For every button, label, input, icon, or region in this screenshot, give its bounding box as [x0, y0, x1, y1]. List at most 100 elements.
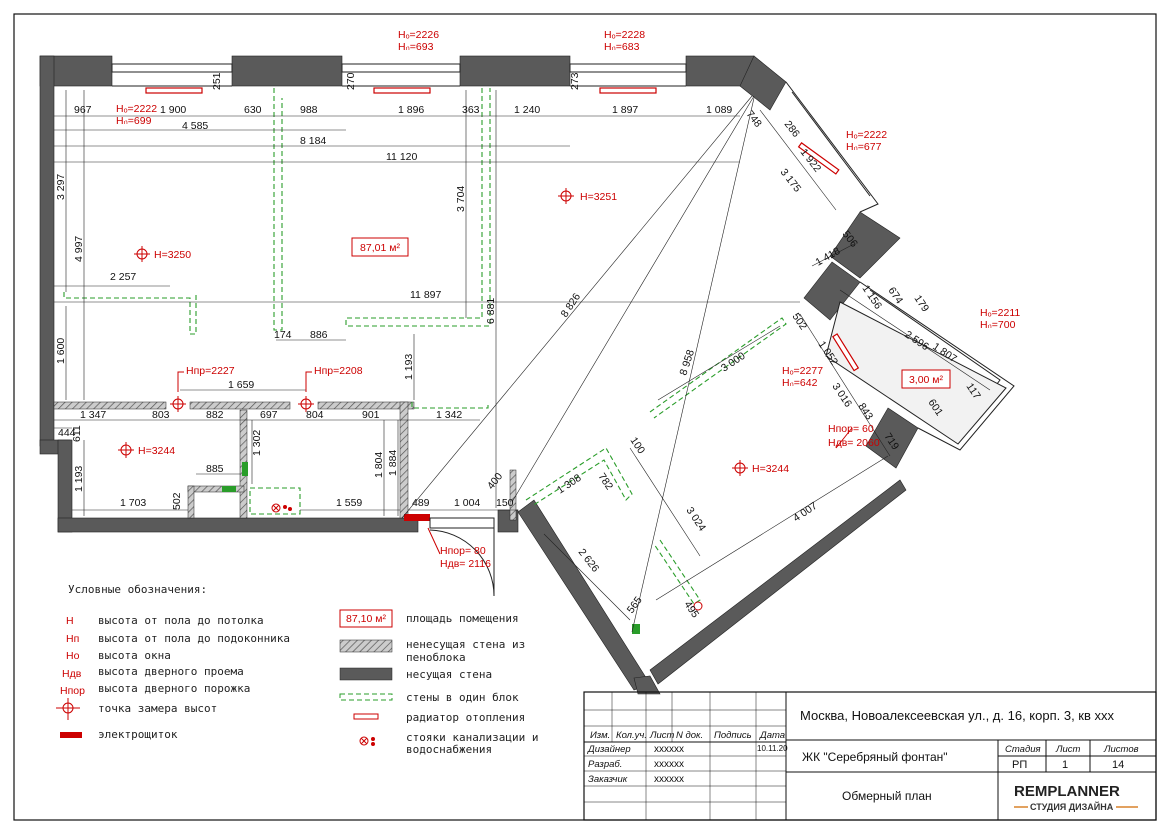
- tb-stage: РП: [1012, 759, 1027, 771]
- dimension-value: 3 297: [55, 174, 67, 200]
- dimension-value: 273: [569, 72, 581, 90]
- dimension-value: 843: [856, 401, 876, 422]
- tb-role: Дизайнер: [587, 744, 631, 755]
- legend-text: высота от пола до потолка: [98, 614, 264, 627]
- dimension-value: 8 826: [559, 291, 584, 320]
- dimension-value: 1 703: [120, 497, 146, 509]
- legend-text: стены в один блок: [406, 691, 519, 704]
- dimension-value: 565: [625, 594, 645, 615]
- door-height-label: Hпр=2208: [314, 365, 363, 377]
- tb-header: Лист: [649, 730, 675, 741]
- legend-text: пеноблока: [406, 651, 466, 664]
- tb-header: Кол.уч.: [616, 730, 647, 741]
- loggia-area-box: [901, 369, 951, 389]
- window-height-label: Hₒ=2222: [116, 103, 157, 115]
- doors: [429, 517, 495, 597]
- door-height-label: Hпр=2227: [186, 365, 235, 377]
- electrical-panel-icon: [60, 732, 82, 738]
- legend-text: стояки канализации и: [406, 731, 538, 744]
- dimension-value: 1 659: [228, 379, 254, 391]
- height-label: H=3244: [138, 445, 175, 457]
- dimension-value: 1 240: [514, 104, 540, 116]
- dimension-value: 100: [628, 435, 648, 456]
- dimension-value: 3 175: [778, 166, 804, 194]
- legend-symbol: Hп: [66, 633, 79, 645]
- dimension-value: 1 342: [436, 409, 462, 421]
- tb-sheets-header: Листов: [1103, 744, 1139, 755]
- dimension-value: 3 704: [455, 186, 467, 212]
- dimension-value: 1 089: [706, 104, 732, 116]
- dimension-value: 4 997: [73, 236, 85, 262]
- legend-symbol: Hо: [66, 650, 80, 662]
- legend-text: площадь помещения: [406, 612, 519, 625]
- door-height-label: Hдв= 2060: [828, 437, 880, 449]
- title-block: [583, 691, 1157, 821]
- dimension-value: 882: [206, 409, 224, 421]
- electrical-panel: [404, 514, 430, 521]
- threshold-label: Hпор= 60: [828, 423, 874, 435]
- tb-role: Разраб.: [588, 759, 622, 770]
- title-block-text: Изм. Кол.уч. Лист N док. Подпись Дата Ди…: [587, 708, 1139, 812]
- threshold-label: Hпор= 80: [440, 545, 486, 557]
- window-sill-label: Hₙ=642: [782, 377, 818, 389]
- risers: [271, 503, 703, 611]
- area-sample-label: 87,10 м²: [346, 613, 386, 625]
- dimension-value: 1 896: [398, 104, 424, 116]
- dimension-value: 1 418: [814, 245, 843, 269]
- riser-icon: [359, 736, 375, 746]
- company-logo-subtitle: СТУДИЯ ДИЗАЙНА: [1030, 801, 1114, 812]
- legend-symbol: Hпор: [60, 685, 85, 697]
- tb-name: xxxxxx: [654, 744, 684, 755]
- legend-text: высота дверного порожка: [98, 682, 250, 695]
- dimension-lines: [54, 90, 991, 633]
- window-height-label: Hₒ=2222: [846, 129, 887, 141]
- tb-header: Изм.: [590, 730, 610, 741]
- radiator-icon: [353, 713, 379, 720]
- height-label: H=3250: [154, 249, 191, 261]
- legend: Условные обозначения: H Hп Hо Hдв Hпор в…: [56, 583, 538, 756]
- tb-name: xxxxxx: [654, 759, 684, 770]
- window-sill-label: Hₙ=683: [604, 41, 640, 53]
- window-height-label: Hₒ=2211: [980, 307, 1020, 319]
- legend-text: водоснабжения: [406, 743, 492, 756]
- tb-sheets: 14: [1112, 759, 1124, 771]
- legend-text: электрощиток: [98, 728, 178, 741]
- dimension-value: 697: [260, 409, 278, 421]
- dimension-value: 804: [306, 409, 324, 421]
- dimension-value: 400: [485, 471, 505, 492]
- loggia-area-label: 3,00 м²: [909, 374, 944, 386]
- tb-date: 10.11.20: [757, 744, 788, 753]
- window-height-label: Hₒ=2277: [782, 365, 823, 377]
- dimension-value: 11 120: [386, 151, 417, 163]
- dimension-value: 11 897: [410, 289, 441, 301]
- window-height-label: Hₒ=2228: [604, 29, 645, 41]
- dimension-value: 8 958: [677, 348, 697, 377]
- height-points: [118, 188, 748, 476]
- dimension-value: 1 600: [55, 338, 67, 364]
- dimension-values: 967 1 900 630 988 1 896 363 1 240 1 897 …: [58, 104, 732, 509]
- legend-symbol: H: [66, 615, 74, 627]
- window-sill-label: Hₙ=699: [116, 115, 152, 127]
- tb-header: Дата: [759, 730, 785, 741]
- green-markers: [222, 462, 640, 634]
- dimension-value: 901: [362, 409, 380, 421]
- dimension-value: 270: [345, 72, 357, 90]
- dimension-value: 1 559: [336, 497, 362, 509]
- dimension-value: 489: [412, 497, 430, 509]
- dimension-value: 286: [782, 118, 802, 139]
- dimension-value: 174: [274, 329, 292, 341]
- dimension-value: 502: [790, 311, 810, 332]
- dimension-value: 3 000: [719, 350, 748, 375]
- radiators: [145, 87, 860, 372]
- tb-name: xxxxxx: [654, 774, 684, 785]
- legend-text: радиатор отопления: [406, 711, 525, 724]
- legend-symbol: Hдв: [62, 668, 82, 680]
- window-height-label: Hₒ=2226: [398, 29, 439, 41]
- single-block-wall-icon: [339, 693, 393, 701]
- dimension-value: 4 585: [182, 120, 208, 132]
- dimension-value: 1 302: [251, 430, 263, 456]
- main-area-label: 87,01 м²: [360, 242, 400, 254]
- tb-complex: ЖК "Серебряный фонтан": [802, 750, 948, 764]
- dimension-value: 1 347: [80, 409, 106, 421]
